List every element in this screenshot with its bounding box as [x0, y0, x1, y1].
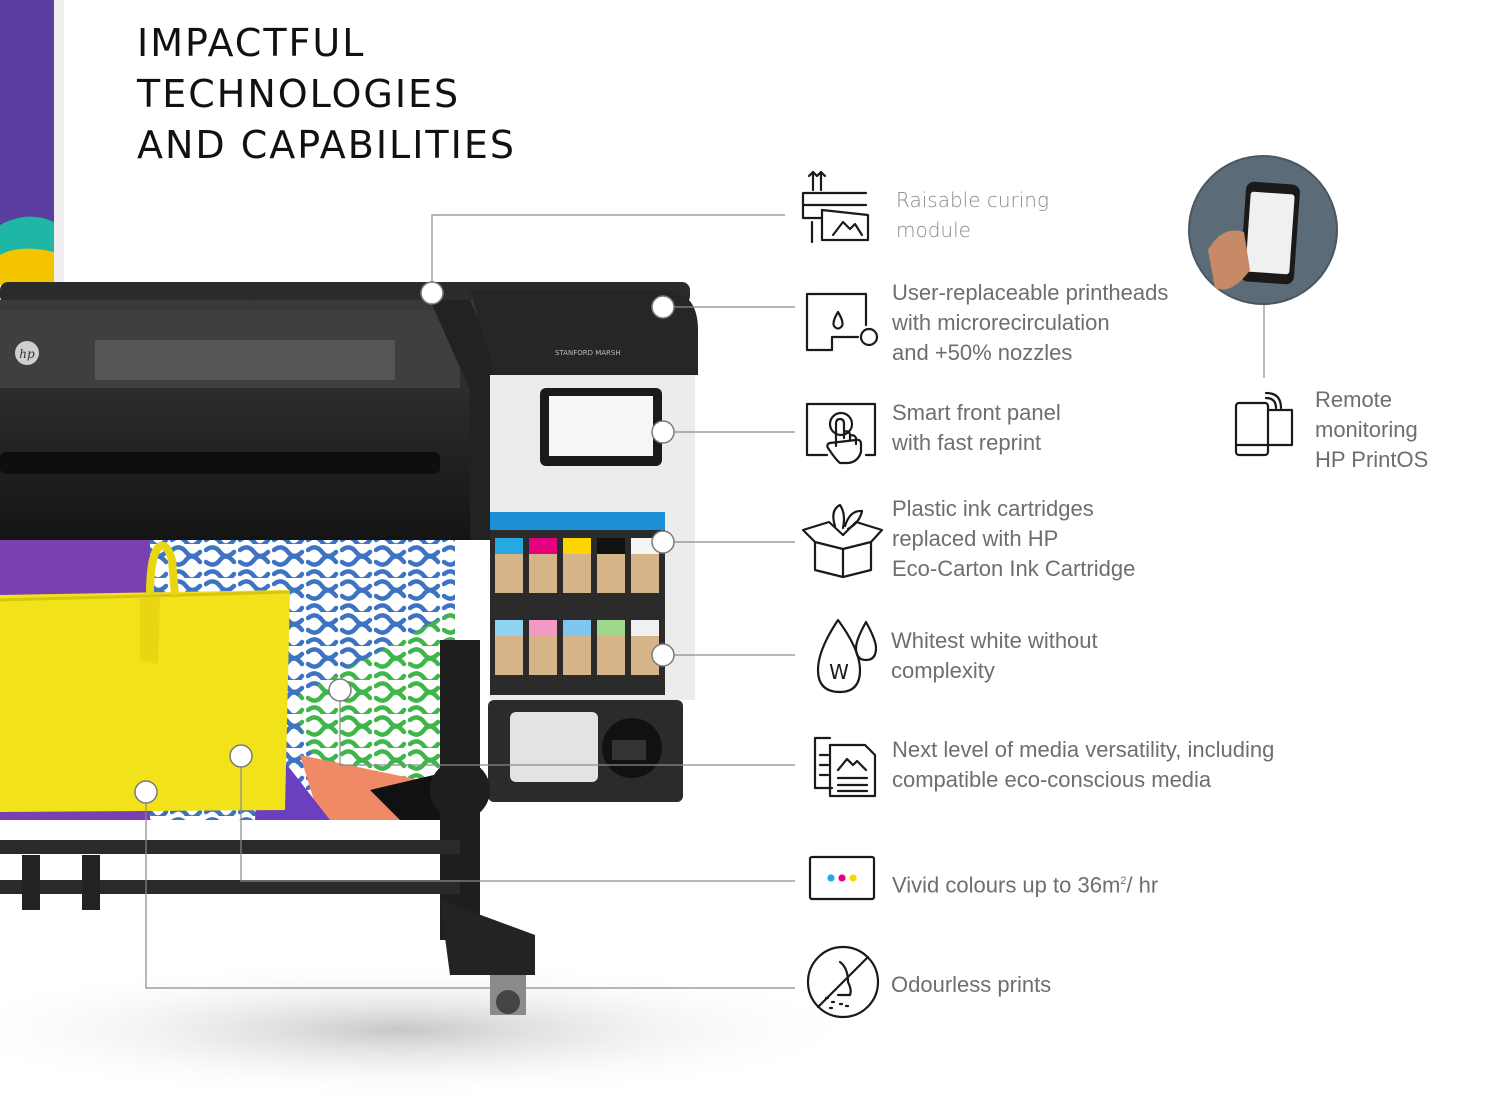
feature-line: Smart front panel	[892, 400, 1061, 425]
feature-eco-carton: Plastic ink cartridges replaced with HP …	[892, 494, 1135, 584]
feature-line: complexity	[891, 658, 995, 683]
vivid-superscript: 2	[1120, 875, 1127, 887]
feature-line: and +50% nozzles	[892, 340, 1073, 365]
vivid-colour-dots-icon	[808, 855, 876, 901]
left-banner-strip	[0, 0, 64, 285]
feature-line: with fast reprint	[892, 430, 1042, 455]
feature-line: Raisable curing	[896, 188, 1049, 212]
remote-monitoring-photo	[1188, 155, 1338, 305]
printer-brand-label: STANFORD MARSH	[555, 349, 621, 357]
feature-line: Eco-Carton Ink Cartridge	[892, 556, 1136, 581]
white-ink-letter: W	[829, 660, 849, 684]
vivid-text: Vivid colours up to 36m	[892, 872, 1121, 898]
feature-vivid-colours: Vivid colours up to 36m2/ hr	[892, 866, 1158, 900]
feature-line: Odourless prints	[891, 972, 1052, 997]
title-line: IMPACTFUL	[137, 21, 366, 65]
hp-logo: hp	[19, 347, 35, 361]
feature-line: replaced with HP	[892, 526, 1059, 551]
feature-line: monitoring	[1315, 417, 1418, 442]
feature-line: Next level of media versatility, includi…	[892, 737, 1275, 762]
feature-remote-monitoring: Remote monitoring HP PrintOS	[1315, 385, 1428, 475]
printed-media	[0, 530, 455, 820]
title-line: AND CAPABILITIES	[137, 123, 516, 167]
leader-lines	[145, 214, 1265, 989]
title-line: TECHNOLOGIES	[137, 72, 461, 116]
feature-line: compatible eco-conscious media	[892, 767, 1212, 792]
feature-line: Remote	[1315, 387, 1393, 412]
callout-dots	[134, 281, 675, 804]
white-ink-drops-icon: W	[816, 618, 878, 694]
feature-line: Vivid colours up to 36m2/ hr	[892, 866, 1158, 900]
raisable-curing-icon	[801, 170, 870, 244]
media-documents-icon	[813, 736, 877, 798]
feature-line: User-replaceable printheads	[892, 280, 1169, 305]
feature-line: with microrecirculation	[892, 310, 1110, 335]
page-title: IMPACTFUL TECHNOLOGIES AND CAPABILITIES	[137, 18, 516, 171]
mobile-monitoring-icon	[1234, 391, 1294, 457]
printhead-icon	[805, 292, 879, 352]
eco-carton-icon	[801, 503, 884, 579]
odourless-nose-icon	[806, 945, 880, 1019]
feature-printheads: User-replaceable printheads with microre…	[892, 278, 1168, 368]
floor-shadow	[0, 960, 870, 1100]
feature-front-panel: Smart front panel with fast reprint	[892, 398, 1061, 458]
feature-line: Plastic ink cartridges	[892, 496, 1094, 521]
feature-media-versatility: Next level of media versatility, includi…	[892, 735, 1274, 795]
touch-panel-icon	[805, 402, 877, 465]
feature-line: Whitest white without	[891, 628, 1098, 653]
feature-line: HP PrintOS	[1315, 447, 1429, 472]
vivid-text-unit: / hr	[1126, 872, 1159, 898]
feature-raisable-curing: Raisable curing module	[896, 185, 1049, 245]
feature-odourless: Odourless prints	[891, 970, 1051, 1000]
feature-line: module	[896, 218, 971, 242]
feature-whitest-white: Whitest white without complexity	[891, 626, 1098, 686]
